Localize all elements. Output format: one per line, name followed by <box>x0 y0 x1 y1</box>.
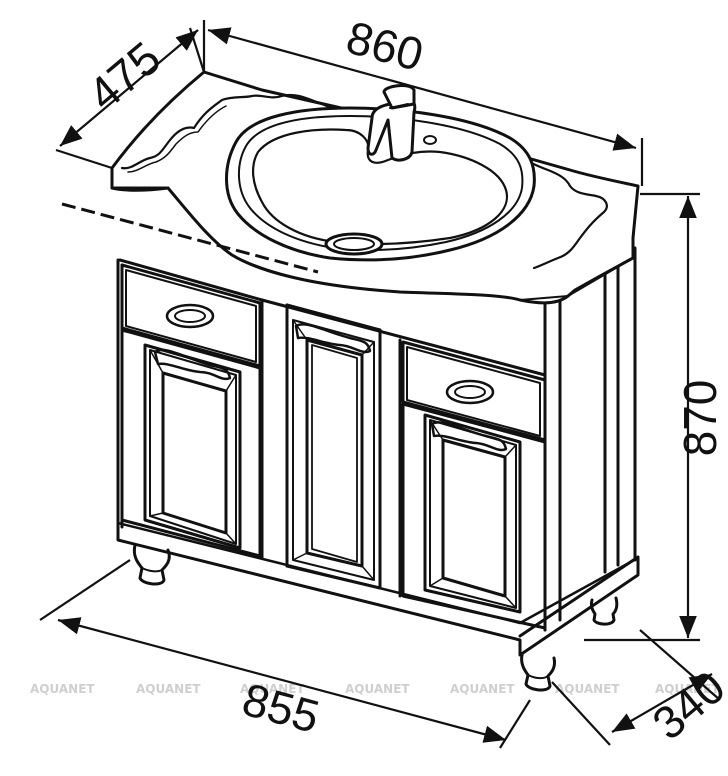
watermark-row: AQUANET AQUANET AQUANET AQUANET AQUANET … <box>30 682 720 696</box>
watermark-6: AQUANET <box>555 682 620 696</box>
dimension-lines <box>39 20 721 749</box>
left-door <box>120 328 262 558</box>
left-drawer-knob <box>165 303 215 329</box>
hidden-edge-dashed <box>61 202 319 274</box>
watermark-1: AQUANET <box>30 682 95 696</box>
cabinet-side-panel <box>543 246 637 632</box>
center-door <box>285 303 382 590</box>
right-door-handle <box>430 421 508 452</box>
foot-right <box>589 596 619 626</box>
cabinet <box>116 246 640 692</box>
feet <box>132 543 619 692</box>
right-drawer <box>401 340 547 442</box>
left-door-handle <box>153 348 232 381</box>
dim-base-width: 855 <box>237 673 325 743</box>
basin-top <box>110 70 640 305</box>
left-drawer <box>120 263 262 368</box>
right-drawer-knob <box>445 379 495 405</box>
watermark-4: AQUANET <box>345 682 410 696</box>
dim-top-depth: 475 <box>78 31 170 120</box>
center-door-handle <box>294 323 372 354</box>
foot-left <box>132 543 171 586</box>
dim-height: 870 <box>674 380 726 457</box>
watermark-5: AQUANET <box>450 682 515 696</box>
right-door <box>401 402 547 630</box>
dim-base-depth: 340 <box>642 660 728 749</box>
watermark-2: AQUANET <box>136 682 201 696</box>
foot-center <box>520 653 556 692</box>
